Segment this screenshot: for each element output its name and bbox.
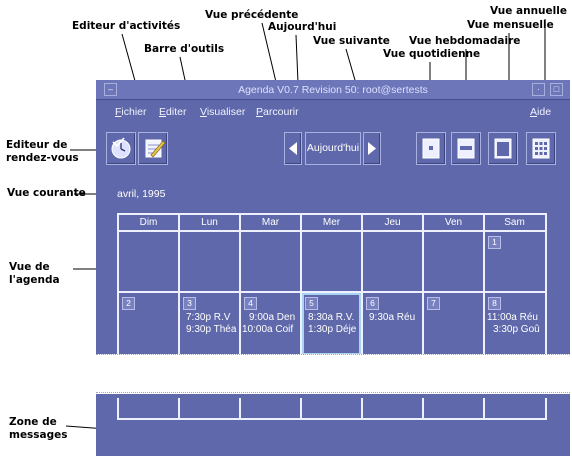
month-view-button[interactable] (488, 132, 518, 165)
menu-parcourir[interactable]: Parcourir (256, 106, 299, 118)
grid-col-1 (178, 213, 180, 358)
maximize-button[interactable]: □ (550, 83, 563, 96)
menu-fichier[interactable]: Fichier (115, 106, 147, 118)
callout-editeur-activites: Editeur d'activités (72, 20, 181, 32)
grid-col-frag-4 (361, 398, 363, 420)
month-view-icon (494, 138, 512, 159)
grid-col-2 (239, 213, 241, 358)
dayhead-lun: Lun (201, 217, 218, 228)
callout-vue-suivante: Vue suivante (313, 35, 390, 47)
day-4[interactable]: 4 (244, 297, 257, 310)
callout-vue-hebdomadaire: Vue hebdomadaire (409, 35, 521, 47)
day-1[interactable]: 1 (488, 236, 501, 249)
grid-col-frag-6 (483, 398, 485, 420)
current-view-label: avril, 1995 (117, 188, 166, 200)
grid-col-7 (545, 213, 547, 358)
callout-vue-quotidienne: Vue quotidienne (383, 48, 481, 60)
callout-vue-precedente: Vue précédente (205, 9, 299, 21)
dayhead-mer: Mer (322, 217, 341, 228)
today-button[interactable]: Aujourd'hui (305, 132, 361, 165)
menu-bar: Fichier Editer Visualiser Parcourir Aide (96, 102, 570, 122)
dayhead-sam: Sam (504, 217, 525, 228)
callout-vue-agenda-line1: Vue de (9, 261, 50, 273)
grid-col-4 (361, 213, 363, 358)
appointment-editor-button[interactable] (106, 132, 136, 165)
title-bar: – Agenda V0.7 Revision 50: root@sertests… (96, 80, 570, 100)
day-5[interactable]: 5 (305, 297, 318, 310)
entry-jeu-1[interactable]: 9:30a Réu (369, 312, 416, 323)
dayhead-ven: Ven (444, 217, 463, 228)
day-view-button[interactable] (416, 132, 446, 165)
entry-mar-2[interactable]: 10:00a Coif (242, 324, 294, 335)
previous-view-button[interactable] (284, 132, 302, 165)
callout-zone-messages: Zone de messages (9, 416, 68, 442)
entry-lun-1[interactable]: 7:30p R.V (186, 312, 231, 323)
grid-col-0 (117, 213, 119, 358)
grid-col-frag-0 (117, 398, 119, 420)
pencil-note-icon (145, 139, 166, 158)
activity-editor-button[interactable] (138, 132, 168, 165)
agenda-window: – Agenda V0.7 Revision 50: root@sertests… (96, 80, 570, 358)
entry-mar-1[interactable]: 9:00a Den (249, 312, 296, 323)
week-view-button[interactable] (451, 132, 481, 165)
entry-sam-2[interactable]: 3:30p Goû (493, 324, 540, 335)
grid-col-5 (422, 213, 424, 358)
callout-barre-outils: Barre d'outils (144, 43, 225, 55)
menu-editer[interactable]: Editer (159, 106, 187, 118)
grid-col-frag-2 (239, 398, 241, 420)
callout-vue-agenda: Vue de l'agenda (9, 261, 60, 287)
entry-lun-2[interactable]: 9:30p Théa (186, 324, 237, 335)
message-zone-window (96, 394, 570, 456)
day-3[interactable]: 3 (183, 297, 196, 310)
dayhead-dim: Dim (139, 217, 158, 228)
grid-col-frag-5 (422, 398, 424, 420)
entry-mer-1[interactable]: 8:30a R.V. (308, 312, 355, 323)
minimize-button[interactable]: · (532, 83, 545, 96)
arrow-right-icon (368, 142, 376, 155)
callout-editeur-rdv-line2: rendez-vous (6, 152, 79, 164)
day-view-icon (422, 138, 440, 159)
year-view-icon (532, 138, 550, 159)
window-title: Agenda V0.7 Revision 50: root@sertests (238, 84, 428, 96)
grid-col-frag-1 (178, 398, 180, 420)
day-7[interactable]: 7 (427, 297, 440, 310)
grid-col-frag-7 (545, 398, 547, 420)
grid-col-6 (483, 213, 485, 358)
menu-aide[interactable]: Aide (530, 106, 552, 118)
torn-edge-top (96, 354, 570, 360)
callout-vue-mensuelle: Vue mensuelle (467, 19, 554, 31)
dayhead-mar: Mar (261, 217, 280, 228)
day-2[interactable]: 2 (122, 297, 135, 310)
grid-header-border (117, 230, 547, 232)
callout-editeur-rdv: Editeur de rendez-vous (6, 139, 79, 165)
dayhead-jeu: Jeu (384, 217, 401, 228)
day-8[interactable]: 8 (488, 297, 501, 310)
menu-visualiser[interactable]: Visualiser (200, 106, 246, 118)
entry-mer-2[interactable]: 1:30p Déje (308, 324, 357, 335)
grid-col-frag-3 (300, 398, 302, 420)
arrow-left-icon (289, 142, 297, 155)
callout-editeur-rdv-line1: Editeur de (6, 139, 68, 151)
callout-vue-agenda-line2: l'agenda (9, 274, 60, 286)
callout-zone-messages-line2: messages (9, 429, 68, 441)
callout-vue-annuelle: Vue annuelle (490, 5, 567, 17)
grid-top-border (117, 213, 547, 215)
message-area (96, 424, 570, 456)
grid-col-3 (300, 213, 302, 358)
entry-sam-1[interactable]: 11:00a Réu (487, 312, 538, 323)
clock-check-icon (111, 137, 131, 159)
day-6[interactable]: 6 (366, 297, 379, 310)
callout-vue-courante: Vue courante (7, 187, 86, 199)
week-view-icon (457, 138, 475, 159)
callout-aujourdhui: Aujourd'hui (268, 21, 337, 33)
next-view-button[interactable] (363, 132, 381, 165)
window-menu-button[interactable]: – (104, 83, 117, 96)
year-view-button[interactable] (526, 132, 556, 165)
grid-bottom-border (117, 418, 547, 420)
callout-zone-messages-line1: Zone de (9, 416, 57, 428)
grid-row-border (117, 291, 547, 293)
